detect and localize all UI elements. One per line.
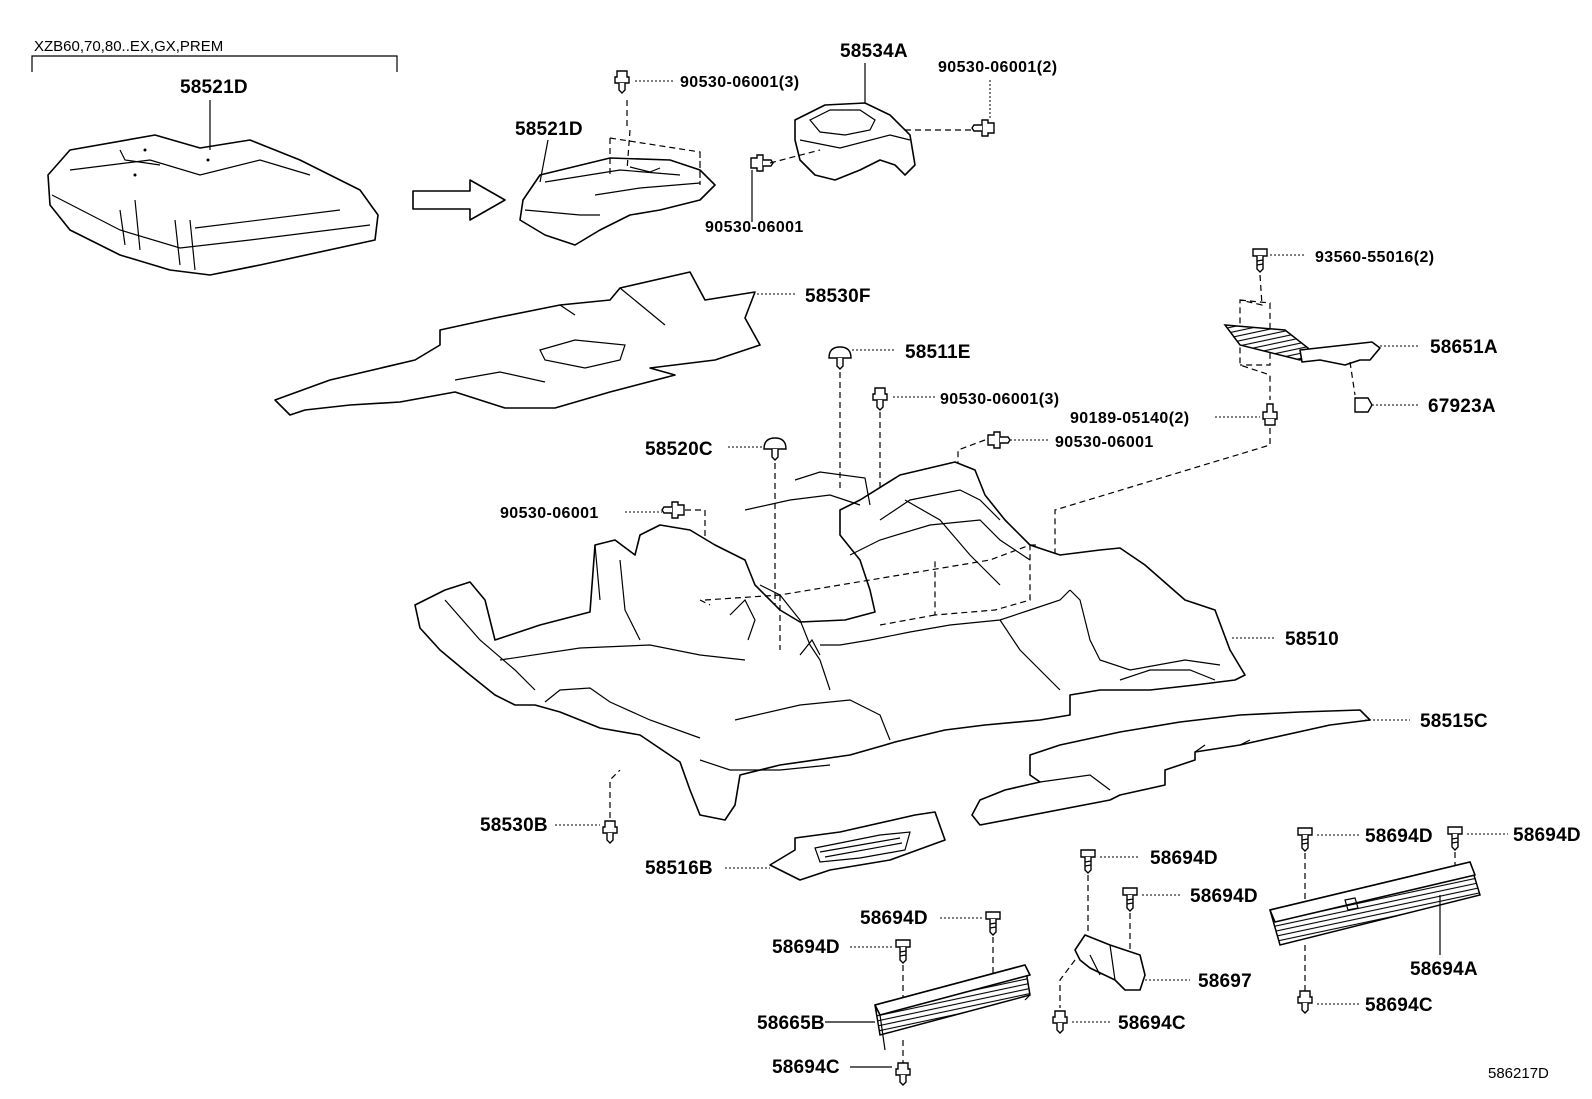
screw-icon [895, 939, 911, 964]
fastener-icon [602, 820, 618, 844]
label-90530-3-top: 90530-06001(3) [680, 74, 799, 91]
fastener-icon [1262, 403, 1278, 426]
fastener-icon [614, 70, 630, 94]
figure-number: 586217D [1488, 1065, 1549, 1082]
fastener-icon [987, 431, 1011, 449]
label-58665B: 58665B [757, 1013, 825, 1034]
label-90189: 90189-05140(2) [1070, 410, 1189, 427]
screw-icon [985, 911, 1001, 936]
label-58694D-6: 58694D [1513, 825, 1581, 846]
label-58694D-3: 58694D [860, 908, 928, 929]
fastener-icon [872, 387, 888, 411]
part-58665B [874, 964, 1031, 1051]
screw-icon [1447, 826, 1463, 851]
label-58694D-4: 58694D [772, 937, 840, 958]
fastener-icon [750, 154, 774, 172]
label-58694C-1: 58694C [1118, 1013, 1186, 1034]
fastener-icon [1052, 1010, 1068, 1034]
part-58534A [794, 102, 916, 181]
screw-icon [1080, 849, 1096, 874]
part-58516B [769, 811, 946, 881]
label-58694D-1: 58694D [1150, 848, 1218, 869]
screw-icon [1297, 827, 1313, 852]
label-58516B: 58516B [645, 858, 713, 879]
label-58651A: 58651A [1430, 337, 1498, 358]
label-58694C-3: 58694C [1365, 995, 1433, 1016]
label-90530-3-mid: 90530-06001(3) [940, 391, 1059, 408]
part-58510 [414, 461, 1246, 821]
label-58694A: 58694A [1410, 959, 1478, 980]
part-67923A [1354, 397, 1373, 413]
label-90530-2-top: 90530-06001(2) [938, 59, 1057, 76]
fastener-icon [763, 437, 787, 461]
part-58530F [274, 271, 761, 416]
part-58521D-small [519, 157, 716, 246]
label-58511E: 58511E [905, 342, 971, 363]
fastener-icon [661, 501, 685, 519]
label-58694D-2: 58694D [1190, 886, 1258, 907]
label-58530F: 58530F [805, 286, 871, 307]
fastener-icon [895, 1062, 911, 1086]
part-58697 [1074, 934, 1146, 991]
applicability-header: XZB60,70,80..EX,GX,PREM [31, 38, 398, 72]
label-58697: 58697 [1198, 971, 1252, 992]
part-58694A [1269, 861, 1481, 946]
label-58534A: 58534A [840, 41, 908, 62]
label-93560: 93560-55016(2) [1315, 249, 1434, 266]
fastener-icon [1297, 990, 1313, 1014]
arrow-icon [412, 179, 506, 221]
part-58651A [1223, 324, 1381, 366]
label-90530-left: 90530-06001 [500, 505, 599, 522]
label-58694D-5: 58694D [1365, 826, 1433, 847]
label-90530-mid-right: 90530-06001 [1055, 434, 1154, 451]
label-58515C: 58515C [1420, 711, 1488, 732]
part-58515C [971, 709, 1371, 826]
part-58521D-full [47, 134, 379, 276]
screw-icon [1252, 248, 1268, 273]
screw-icon [1122, 887, 1138, 912]
label-58521D-a: 58521D [180, 77, 248, 98]
label-58520C: 58520C [645, 439, 713, 460]
label-58694C-2: 58694C [772, 1057, 840, 1078]
label-58521D-b: 58521D [515, 119, 583, 140]
fastener-icon [971, 119, 995, 137]
label-58510: 58510 [1285, 629, 1339, 650]
label-58530B: 58530B [480, 815, 548, 836]
applicability-text: XZB60,70,80..EX,GX,PREM [34, 38, 223, 55]
label-90530-center: 90530-06001 [705, 219, 804, 236]
label-67923A: 67923A [1428, 396, 1496, 417]
fastener-icon [828, 346, 852, 370]
